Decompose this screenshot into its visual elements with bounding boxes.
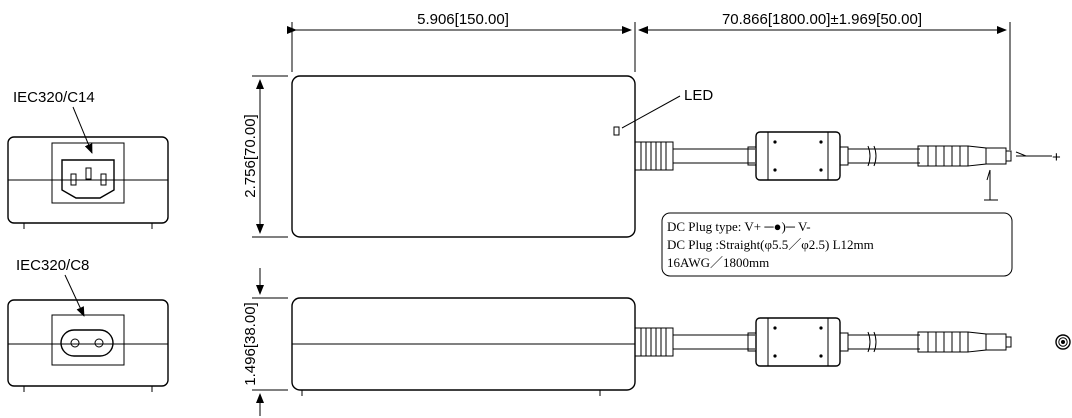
led-indicator <box>613 126 620 136</box>
cable-length-dim: 70.866[1800.00]±1.969[50.00] <box>722 11 922 28</box>
dc-plug-spec-note: DC Plug type: V+ ─●)─ V- DC Plug :Straig… <box>661 212 1013 277</box>
inlet-c14-label: IEC320/C14 <box>13 89 95 106</box>
spec-line-1: DC Plug type: V+ ─●)─ V- <box>667 219 811 234</box>
dc-plug-end-view <box>1055 334 1071 350</box>
end-view-c14 <box>7 136 169 229</box>
inlet-c8-label: IEC320/C8 <box>16 257 89 274</box>
end-view-c8 <box>7 299 169 392</box>
cable-assembly-side <box>634 317 1012 367</box>
cable-assembly-top <box>634 131 1012 181</box>
body-height-dim: 2.756[70.00] <box>242 114 259 197</box>
body-thickness-dim: 1.496[38.00] <box>242 302 259 385</box>
led-label: LED <box>684 87 713 104</box>
spec-line-2: DC Plug :Straight(φ5.5／φ2.5) L12mm <box>667 237 874 252</box>
spec-line-3: 16AWG／1800mm <box>667 255 769 270</box>
body-length-dim: 5.906[150.00] <box>417 11 509 28</box>
polarity-plus-label: + <box>1052 149 1061 166</box>
adapter-body-top <box>291 75 636 238</box>
